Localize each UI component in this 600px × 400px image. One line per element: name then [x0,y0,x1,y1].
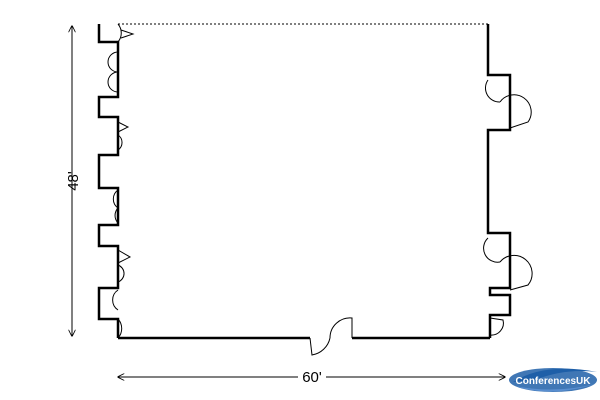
right-wall [486,24,512,338]
right-doors [483,79,533,336]
conferencesuk-logo: ConferencesUK [509,368,597,392]
left-wall [97,24,120,338]
logo-oval [509,368,597,392]
bottom-door [309,317,353,356]
left-doors [107,23,135,339]
logo-text: ConferencesUK [515,376,591,387]
logo-swoosh-lower [515,384,595,392]
width-label: 60' [302,369,322,386]
height-label: 48' [65,171,82,191]
